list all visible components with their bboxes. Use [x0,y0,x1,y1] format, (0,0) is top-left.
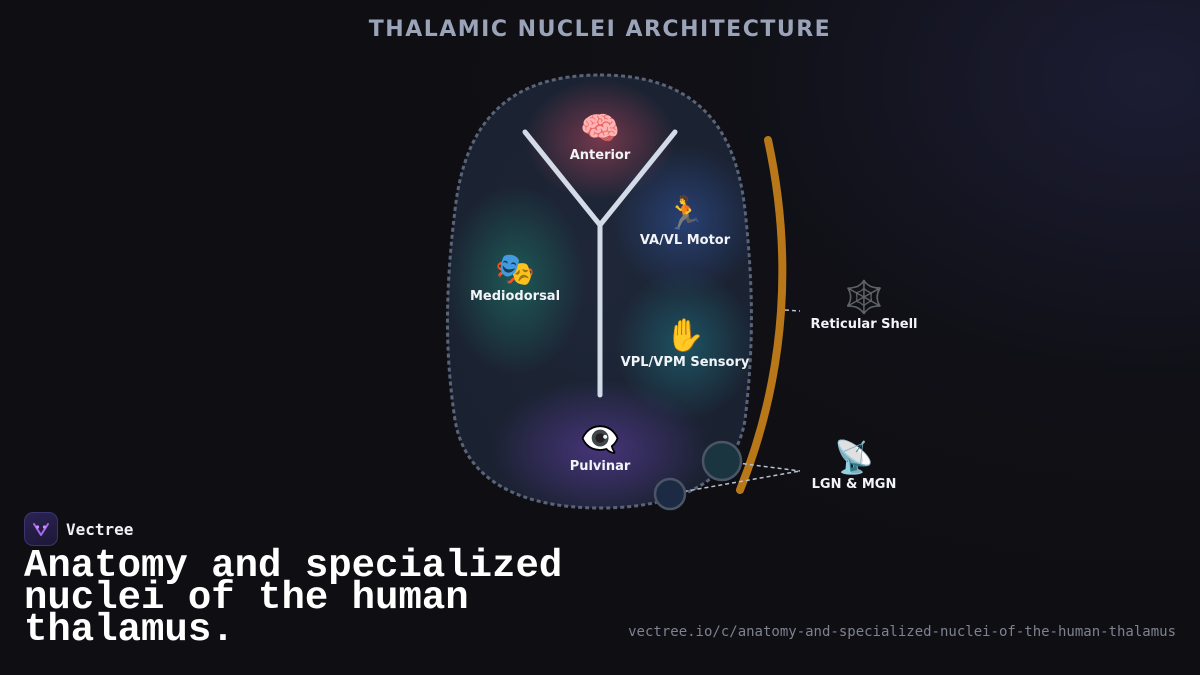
node-pulvinar: 👁️‍🗨️ Pulvinar [570,421,631,474]
mediodorsal-glow [447,185,585,375]
label-anterior: Anterior [569,148,631,163]
brain-icon: 🧠 [580,110,620,146]
label-mediodorsal: Mediodorsal [469,289,561,304]
runner-icon: 🏃 [665,195,705,231]
internal-medullary-lamina [522,129,678,398]
node-sensory: ✋ VPL/VPM Sensory [621,317,750,370]
lgn-body [701,440,743,482]
lgn-connector [721,460,801,472]
reticular-shell-curve [736,136,787,494]
mgn-connector [669,470,801,495]
node-anterior: 🧠 Anterior [570,110,631,163]
hand-icon: ✋ [665,317,705,353]
label-geniculate: LGN & MGN [811,477,897,492]
diagram-title: THALAMIC NUCLEI ARCHITECTURE [368,17,832,42]
node-mediodorsal: 🎭 Mediodorsal [470,251,560,304]
node-motor: 🏃 VA/VL Motor [640,195,730,248]
theater-masks-icon: 🎭 [495,251,535,287]
motor-glow [610,145,752,295]
reticular-connector [784,309,801,312]
label-sensory: VPL/VPM Sensory [620,355,750,370]
vectree-logo-icon [24,512,58,546]
satellite-dish-icon: 📡 [834,439,874,475]
node-geniculate: 📡 LGN & MGN [812,439,897,492]
label-reticular: Reticular Shell [810,317,918,332]
pulvinar-glow [490,380,710,508]
node-reticular: 🕸️ Reticular Shell [811,279,918,332]
headline: Anatomy and specialized nuclei of the hu… [24,544,563,652]
brand: Vectree [24,512,133,546]
label-pulvinar: Pulvinar [569,459,631,474]
eye-icon: 👁️‍🗨️ [580,421,620,457]
source-url[interactable]: vectree.io/c/anatomy-and-specialized-nuc… [628,624,1176,640]
spider-web-icon: 🕸️ [844,279,884,315]
brand-name: Vectree [66,519,134,539]
label-motor: VA/VL Motor [639,233,731,248]
sensory-glow [615,270,752,420]
mgn-body [653,477,687,511]
